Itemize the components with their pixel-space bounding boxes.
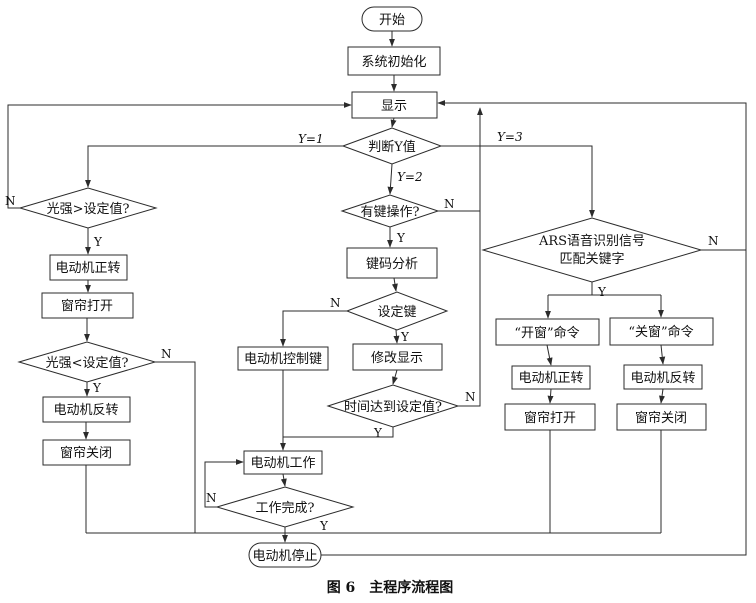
init-process	[347, 46, 441, 76]
motor-rev-right-process	[623, 364, 703, 390]
display-process	[351, 91, 438, 119]
edge-lightgt-n-loop	[7, 102, 352, 209]
curtain-open-right-label: 窗帘打开	[524, 410, 576, 426]
key-op-label: 有键操作?	[361, 204, 420, 220]
label-n-lightgt: N	[5, 194, 16, 208]
motor-work-label: 电动机工作	[250, 456, 315, 471]
motor-work-process	[243, 450, 323, 475]
edge-stop-return-display	[321, 100, 747, 556]
motor-stop-label: 电动机停止	[252, 548, 317, 564]
edge-y1-branch	[85, 145, 343, 188]
display-label: 显示	[381, 99, 407, 114]
curtain-open-left-label: 窗帘打开	[61, 298, 113, 314]
edge-time-n-up	[458, 107, 483, 407]
label-n-ars: N	[708, 234, 719, 248]
motor-rev-right-label: 电动机反转	[630, 371, 695, 386]
open-cmd-process	[495, 318, 600, 346]
edge-labels: Y=1 Y=2 Y=3 N Y N Y N Y N Y N Y N Y N Y	[5, 130, 719, 533]
work-done-label: 工作完成?	[256, 501, 315, 516]
edge-motorfwdr-curtainopr	[547, 388, 554, 404]
motor-fwd-right-label: 电动机正转	[518, 371, 583, 386]
start-terminal	[361, 6, 423, 32]
judge-y-decision	[341, 127, 443, 165]
edges	[7, 31, 747, 556]
time-reached-label: 时间达到设定值?	[344, 399, 442, 415]
motor-stop-terminal	[248, 542, 322, 568]
label-n-workdone: N	[206, 491, 217, 505]
edge-lightlt-n-bus	[155, 361, 196, 533]
motor-rev-left-process	[42, 396, 131, 423]
ars-decision	[481, 217, 703, 283]
motor-fwd-left-label: 电动机正转	[55, 261, 120, 276]
close-cmd-process	[609, 317, 714, 346]
label-y-ars: Y	[597, 285, 607, 299]
judge-y-label: 判断Y值	[368, 139, 416, 155]
edge-workdone-n-loop	[204, 459, 244, 508]
edge-setkey-n	[280, 310, 350, 347]
curtain-open-left-process	[41, 292, 134, 319]
edge-y3-branch	[441, 145, 595, 218]
label-y-lightgt: Y	[93, 235, 103, 249]
edge-modify-time	[392, 369, 398, 385]
time-reached-decision	[326, 384, 460, 428]
edge-setkey-y	[393, 329, 400, 344]
edge-time-y-merge	[283, 427, 394, 438]
ars-label-line1: ARS语音识别信号	[538, 233, 645, 249]
light-lt-decision	[17, 341, 157, 383]
light-lt-label: 光强<设定值?	[46, 355, 129, 371]
label-n-time: N	[465, 390, 476, 404]
edge-keycode-setkey	[391, 277, 398, 292]
motor-ctrl-key-process	[237, 346, 329, 371]
light-gt-decision	[18, 187, 158, 229]
set-key-decision	[345, 291, 449, 331]
key-code-label: 键码分析	[366, 257, 418, 272]
label-y-lightlt: Y	[92, 381, 102, 395]
set-key-label: 设定键	[377, 305, 416, 320]
curtain-open-right-process	[504, 403, 596, 431]
ars-label-line2: 匹配关键字	[559, 252, 624, 267]
edge-opencmd-motorfwdr	[546, 344, 553, 366]
edge-display-judgey	[390, 117, 397, 128]
label-y2: Y=2	[397, 170, 423, 184]
key-op-decision	[340, 194, 440, 228]
modify-display-process	[352, 343, 443, 371]
motor-fwd-left-process	[49, 254, 128, 281]
motor-rev-left-label: 电动机反转	[53, 403, 118, 418]
motor-fwd-right-process	[511, 365, 591, 390]
label-n-setkey: N	[330, 296, 341, 310]
figure-caption: 图 6 主程序流程图	[327, 579, 454, 596]
label-y-setkey: Y	[400, 330, 410, 344]
start-label: 开始	[379, 13, 405, 28]
edge-motorwork-workdone	[280, 473, 287, 487]
edge-closecmd-motorrevr	[659, 344, 666, 365]
open-cmd-label: “开窗”命令	[514, 325, 579, 341]
init-label: 系统初始化	[361, 55, 426, 70]
curtain-close-left-label: 窗帘关闭	[60, 445, 112, 461]
key-code-process	[346, 247, 438, 279]
light-gt-label: 光强>设定值?	[47, 201, 130, 217]
curtain-close-right-process	[616, 403, 707, 431]
motor-ctrl-key-label: 电动机控制键	[244, 352, 322, 367]
work-done-decision	[215, 486, 355, 528]
label-y1: Y=1	[298, 132, 324, 146]
edge-y2-branch	[387, 163, 394, 195]
node-labels: 开始 系统初始化 显示 判断Y值 光强>设定值? 电动机正转 窗帘打开 光强<设…	[46, 13, 696, 564]
edge-motorrevr-curtainclr	[659, 388, 665, 404]
nodes	[17, 6, 714, 568]
label-y3: Y=3	[497, 130, 523, 144]
close-cmd-label: “关窗”命令	[628, 324, 693, 340]
modify-display-label: 修改显示	[371, 351, 423, 366]
label-y-workdone: Y	[319, 519, 329, 533]
label-n-lightlt: N	[161, 347, 172, 361]
curtain-close-right-label: 窗帘关闭	[635, 410, 687, 426]
label-n-keyop: N	[444, 197, 455, 211]
label-y-keyop: Y	[396, 231, 406, 245]
curtain-close-left-process	[42, 439, 131, 466]
label-y-time: Y	[373, 426, 383, 440]
